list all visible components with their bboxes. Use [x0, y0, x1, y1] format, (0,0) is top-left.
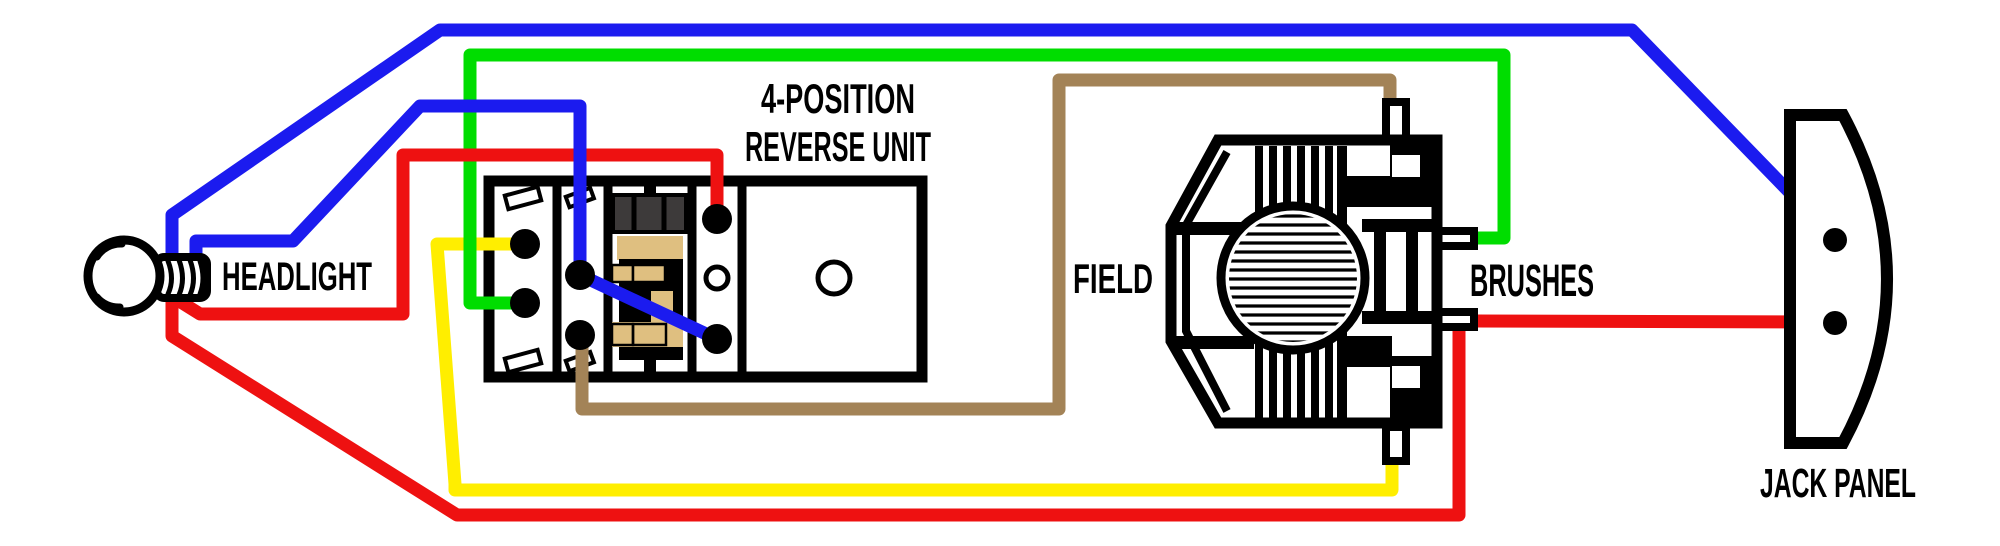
brush-terminal-lower	[1434, 308, 1478, 331]
drum-contact-outline	[631, 322, 668, 347]
holder-notch	[1392, 155, 1420, 177]
terminal-blue	[565, 260, 595, 290]
wire-brown-reverse-to-motor-top	[575, 73, 1397, 416]
terminal-blue-jumper	[702, 324, 732, 354]
motor-bottom-post	[1382, 423, 1410, 465]
drum-contact-bar	[617, 236, 683, 260]
mount-hole	[815, 259, 853, 297]
bulb-highlight	[93, 293, 124, 311]
jack-panel-body	[1784, 109, 1893, 449]
e-unit-drum	[610, 181, 688, 376]
yoke-bar	[1176, 336, 1254, 349]
drum-contact	[631, 263, 667, 284]
bulb-highlight	[93, 240, 126, 261]
drum-header	[611, 193, 688, 234]
field-label: FIELD	[1073, 255, 1153, 302]
field-coil-windings	[1255, 146, 1347, 420]
socket-threads	[165, 257, 206, 298]
drum-stub	[644, 358, 656, 376]
mount-hole	[703, 264, 731, 292]
terminal-red	[702, 204, 732, 234]
jack-panel-label: JACK PANEL	[1760, 460, 1916, 506]
terminal-brown	[565, 320, 595, 350]
motor-cross-section-icon	[1165, 98, 1478, 465]
jack-panel-icon	[1784, 109, 1893, 449]
reverse-unit-title-line2: REVERSE UNIT	[745, 123, 931, 170]
bulb-globe	[83, 235, 165, 317]
armature-laminations	[1229, 214, 1357, 342]
contact-tab	[502, 347, 544, 375]
terminal-yellow	[510, 229, 540, 259]
brushes-label: BRUSHES	[1470, 255, 1594, 306]
contact-tab	[502, 184, 544, 212]
motor-frame-line	[1182, 150, 1231, 413]
wire-blue-headlight-to-jack	[165, 23, 1841, 258]
drum-contact	[610, 263, 635, 284]
brush-terminal-upper	[1434, 227, 1478, 250]
wire-red-brush-to-jack	[1475, 314, 1837, 329]
wire-green-reverse-to-brush-upper	[463, 48, 1511, 310]
wire-red-headlight-to-brush-lower	[165, 294, 1466, 522]
light-bulb-icon	[83, 235, 211, 317]
jack-lower	[1823, 311, 1847, 335]
terminal-green	[510, 288, 540, 318]
drum-contact-bar	[612, 322, 683, 347]
wire-red-headlight-to-reverse	[172, 148, 724, 321]
jack-upper	[1823, 228, 1847, 252]
wire-yellow-reverse-to-motor-bottom	[430, 237, 1399, 497]
motor-top-post	[1382, 98, 1410, 144]
reverse-unit-terminals	[510, 204, 732, 354]
holder-notch	[1392, 366, 1420, 388]
headlight-label: HEADLIGHT	[222, 255, 372, 299]
reverse-unit-title-line1: 4-POSITION	[761, 75, 915, 122]
